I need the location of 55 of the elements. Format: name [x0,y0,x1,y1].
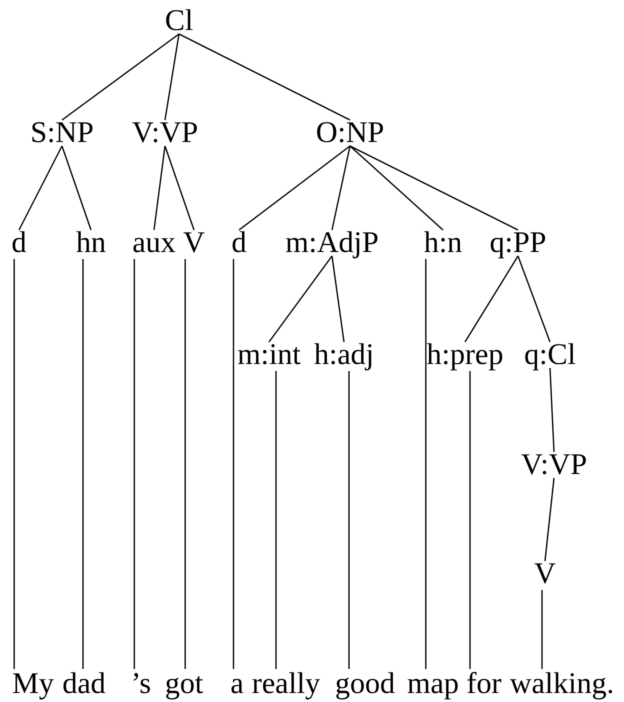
constituent-label: q:PP [490,226,546,259]
tree-branch [348,371,350,669]
constituent-label: m:int [237,338,301,371]
sentence-word: a [230,667,244,700]
tree-branch [134,259,135,669]
sentence-word: map [407,667,459,700]
tree-branch [464,256,519,342]
tree-branch [178,33,350,121]
tree-branch [238,145,350,231]
tree-branch [469,371,471,669]
tree-branch [18,146,63,230]
sentence-word: for [466,667,502,700]
constituent-label: hn [76,226,106,259]
tree-branch [62,33,180,121]
sentence-word: My [12,667,54,700]
tree-branch [331,256,345,342]
constituent-label: V [183,226,205,259]
constituent-label: d [232,226,246,259]
constituent-label: V:VP [132,116,198,149]
sentence-word: got [164,667,204,700]
constituent-label: V [534,557,556,590]
constituent-label: m:AdjP [285,226,379,259]
tree-branch [164,146,195,230]
constituent-label: h:n [424,226,462,259]
tree-branch [164,34,180,120]
constituent-label: h:prep [426,338,504,371]
constituent-label: q:Cl [524,338,576,371]
constituent-label: V:VP [520,448,588,481]
tree-branch [541,590,543,669]
tree-branch [275,371,277,669]
tree-branch [268,256,333,342]
tree-branch [14,259,15,669]
tree-branch [544,478,555,562]
tree-branch [61,146,92,230]
tree-branch [549,368,555,452]
tree-branch [153,146,166,230]
constituent-label: S:NP [30,116,94,149]
tree-branch [350,145,518,231]
constituent-label: O:NP [316,116,384,149]
tree-branch [425,259,426,669]
sentence-word: good [335,667,395,700]
sentence-word: walking. [510,667,614,700]
sentence-word: dad [62,667,106,700]
sentence-word: really [252,667,320,700]
tree-branch [82,259,84,669]
sentence-word: ’s [131,667,151,700]
tree-branch [184,259,186,669]
tree-branch [331,146,351,230]
constituent-label: d [12,226,26,259]
tree-branch [350,146,444,230]
tree-branch [232,259,234,669]
constituent-label: aux [132,226,176,259]
constituent-label: Cl [164,4,194,37]
constituent-label: h:adj [314,338,374,371]
tree-branch [517,256,551,342]
